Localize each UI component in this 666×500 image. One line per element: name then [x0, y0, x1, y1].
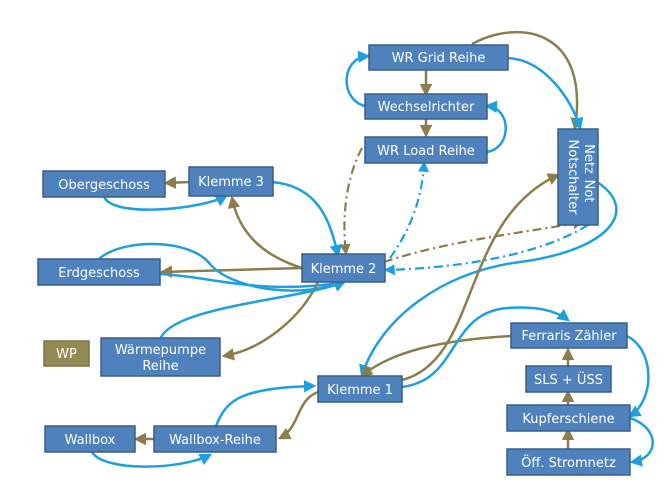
- node-wallbox-reihe[interactable]: Wallbox-Reihe: [153, 425, 277, 453]
- edge-ferraris-klemme1: [360, 334, 513, 378]
- node-label: Erdgeschoss: [58, 266, 140, 281]
- node-label: Wallbox-Reihe: [169, 433, 261, 448]
- edge-wrgrid-netz-olive: [471, 30, 583, 131]
- node-label: WR Load Reihe: [377, 144, 475, 159]
- node-label: Obergeschoss: [58, 178, 150, 193]
- node-label-netz: Netz: [581, 144, 596, 174]
- node-netz-notschalter[interactable]: Netz Not Notschalter: [557, 128, 599, 226]
- edge-erdgeschoss-loop-blue: [97, 242, 348, 292]
- node-label-notschalter: Notschalter: [565, 140, 580, 216]
- edge-wrgrid-netz-blue: [507, 56, 584, 131]
- node-obergeschoss[interactable]: Obergeschoss: [42, 170, 166, 198]
- node-label: Klemme 3: [198, 175, 264, 190]
- node-erdgeschoss[interactable]: Erdgeschoss: [37, 258, 161, 286]
- node-label: WR Grid Reihe: [392, 51, 486, 66]
- node-wallbox[interactable]: Wallbox: [44, 425, 136, 453]
- edge-klemme2-waermepumpe: [221, 281, 320, 361]
- edge-wrload-klemme2-dash-olive: [339, 147, 363, 256]
- node-klemme1[interactable]: Klemme 1: [317, 375, 403, 403]
- edge-klemme1-wallboxreihe: [277, 390, 319, 440]
- edge-wallbox-loop-blue: [90, 451, 213, 468]
- edge-klemme1-netz-olive: [401, 173, 561, 382]
- node-wp[interactable]: WP: [43, 340, 90, 367]
- node-label: Klemme 2: [311, 262, 377, 277]
- edge-wrload-wechsel-blue: [484, 100, 507, 154]
- edge-klemme3-klemme2-blue: [271, 180, 342, 258]
- node-label: Wechselrichter: [378, 100, 475, 115]
- node-oeff-stromnetz[interactable]: Öff. Stromnetz: [506, 448, 631, 476]
- edge-obergeschoss-klemme3-blue: [102, 194, 229, 211]
- edge-wallboxreihe-klemme1-blue: [214, 380, 317, 427]
- node-label-line2: Reihe: [142, 359, 178, 374]
- node-label: SLS + ÜSS: [534, 371, 603, 388]
- edge-netz-klemme2-dash-blue: [383, 224, 589, 276]
- edge-klemme1-ferraris-blue: [401, 306, 570, 389]
- node-wechselrichter[interactable]: Wechselrichter: [364, 93, 488, 120]
- edge-klemme2-erdgeschoss: [159, 265, 303, 278]
- edge-klemme2-netz-dash-olive: [383, 218, 585, 264]
- node-label: Ferraris Zähler: [521, 329, 617, 344]
- node-klemme2[interactable]: Klemme 2: [301, 253, 386, 283]
- edge-kupferschiene-oeff-blue: [629, 416, 654, 467]
- edges: [90, 30, 654, 468]
- node-ferraris-zaehler[interactable]: Ferraris Zähler: [510, 322, 628, 349]
- node-label-line1: Wärmepumpe: [115, 343, 206, 358]
- edge-klemme2-klemme3-olive: [227, 195, 303, 270]
- node-kupferschiene[interactable]: Kupferschiene: [506, 404, 631, 432]
- edge-waermepumpe-klemme2-blue: [158, 279, 347, 341]
- node-sls-uess[interactable]: SLS + ÜSS: [525, 365, 612, 393]
- node-wr-grid-reihe[interactable]: WR Grid Reihe: [368, 44, 509, 71]
- node-waermepumpe-reihe[interactable]: Wärmepumpe Reihe: [100, 337, 221, 377]
- edge-klemme2-wrload-dash-blue: [389, 160, 430, 259]
- node-wr-load-reihe[interactable]: WR Load Reihe: [364, 136, 488, 164]
- node-label: WP: [56, 347, 77, 362]
- node-label: Öff. Stromnetz: [521, 454, 616, 471]
- edge-ferraris-kupferschiene-blue: [626, 334, 650, 418]
- edge-klemme3-obergeschoss: [163, 176, 191, 189]
- node-klemme3[interactable]: Klemme 3: [188, 166, 274, 197]
- edge-wechsel-wrgrid-blue: [345, 50, 371, 108]
- node-label: Klemme 1: [327, 383, 393, 398]
- node-label: Kupferschiene: [522, 412, 614, 427]
- node-label: Wallbox: [65, 433, 116, 448]
- node-label-not: Not: [581, 180, 596, 203]
- edge-netz-klemme1-blue: [359, 180, 618, 378]
